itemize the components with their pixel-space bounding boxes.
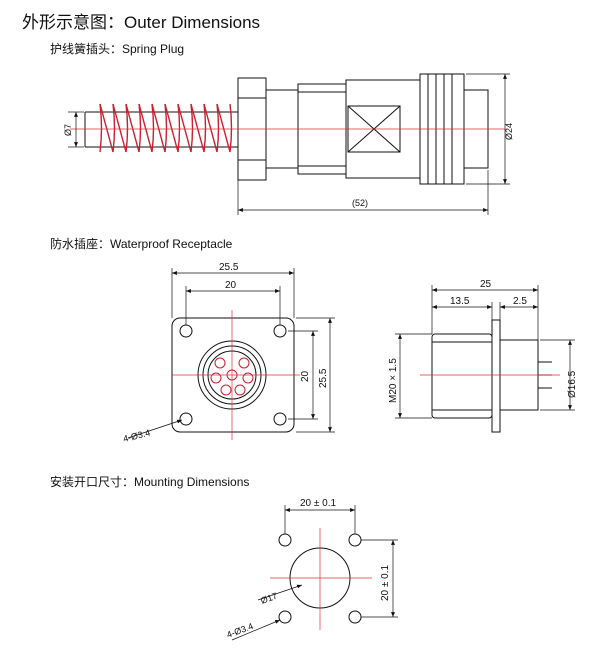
dim-cable-dia: Ø7: [63, 124, 73, 136]
dim-front-holes: 4-Ø3.4: [122, 428, 151, 444]
section-title-spring-plug: 护线簧插头：Spring Plug: [50, 42, 185, 56]
dim-pin-dia: Ø16.5: [567, 370, 578, 398]
dim-inner-width: 20: [225, 280, 237, 291]
section-title-receptacle: 防水插座：Waterproof Receptacle: [50, 237, 233, 251]
receptacle-front-view: [127, 268, 335, 440]
mounting-cutout-drawing: [231, 505, 398, 641]
spring-plug-drawing: [68, 73, 510, 215]
dim-inner-height: 20: [300, 370, 311, 382]
dim-side-flange: 2.5: [513, 296, 527, 307]
page-title: 外形示意图：Outer Dimensions: [22, 13, 261, 32]
receptacle-side-view: [395, 285, 575, 433]
dim-body-dia: Ø24: [504, 123, 514, 140]
dim-plug-length: (52): [352, 198, 368, 208]
dim-thread: M20 × 1.5: [388, 358, 399, 403]
dim-mount-spacing-x: 20 ± 0.1: [300, 498, 337, 509]
dim-side-total: 25: [480, 279, 492, 290]
dim-outer-height: 25.5: [318, 368, 329, 388]
dim-mount-hole-dia: Ø17: [259, 591, 278, 606]
dim-mount-spacing-y: 20 ± 0.1: [380, 564, 391, 601]
spring-coils: [99, 103, 233, 153]
section-title-mounting: 安装开口尺寸：Mounting Dimensions: [50, 475, 250, 489]
dim-outer-width: 25.5: [219, 262, 239, 273]
dim-side-body: 13.5: [450, 296, 470, 307]
